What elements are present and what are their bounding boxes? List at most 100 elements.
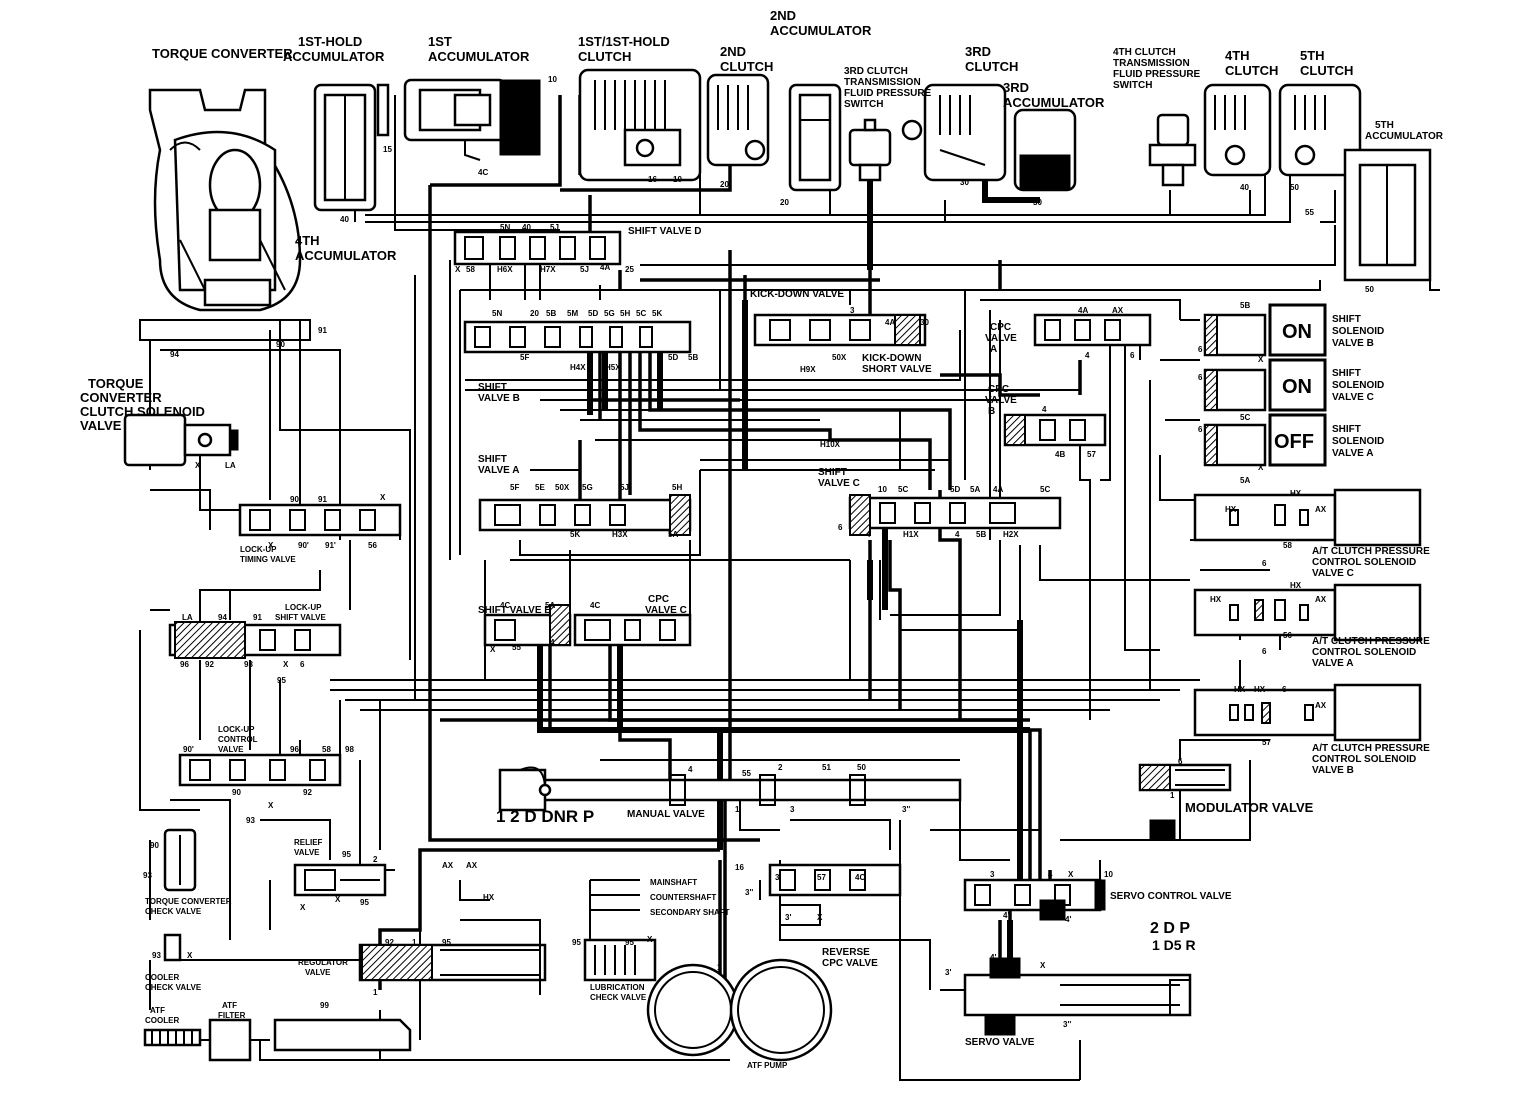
port-label: 5A [970,485,980,494]
port-label: 50 [857,763,866,772]
third-clutch [901,83,1007,182]
port-label: X [817,913,823,922]
port-label: 5J [620,483,629,492]
port-label: X [268,801,274,810]
port-label: 3'' [902,805,910,814]
port-label: 40 [340,215,349,224]
port-label: 4' [1065,915,1071,924]
port-label: 58 [466,265,475,274]
port-label: 94 [170,350,179,359]
label-servo-valve: SERVO VALVE [965,1037,1035,1048]
port-label: 3' [785,913,791,922]
port-labels: 10 15 4C 16 10 20 20 30 30 40 40 50 55 5… [143,75,1374,1029]
label-secondary-shaft: SECONDARY SHAFT [650,908,730,917]
port-label: 4C [590,601,600,610]
port-label: 56 [1283,631,1292,640]
port-label: X [455,265,461,274]
port-label: 6 [1198,373,1203,382]
port-label: 5C [898,485,908,494]
port-label: 20 [780,198,789,207]
port-label: 96 [180,660,189,669]
port-label: X [647,935,653,944]
port-label: 16 [648,175,657,184]
atf-pump [646,958,833,1062]
port-label: 5K [570,530,580,539]
port-label: 4C [478,168,488,177]
third-clutch-pressure-switch [848,118,892,182]
port-label: 5N [492,309,502,318]
port-label: 4 [1085,351,1090,360]
port-label: 5B [976,530,986,539]
fourth-clutch [1203,83,1272,177]
cpc-valve-a [1033,313,1152,347]
port-label: 6 [1198,345,1203,354]
port-label: 1 [735,805,740,814]
servo-valve [963,957,1192,1036]
pc-solenoid-a [1193,583,1422,642]
label-manual-positions: 1 2 D DNR P [496,807,594,826]
port-label: 57 [1262,738,1271,747]
port-label: 1 [717,963,722,972]
port-label: 5D [588,309,598,318]
port-label: AX [442,861,454,870]
tc-check-valve [163,828,197,892]
port-label: 6 [1262,559,1267,568]
shift-solenoid-valve-b [1203,303,1327,357]
port-label: 93 [246,816,255,825]
port-label: 1 [373,988,378,997]
port-label: 50 [1365,285,1374,294]
port-label: 91 [253,613,262,622]
port-label: 90' [298,541,309,550]
port-label: 50X [832,353,847,362]
port-label: 55 [1305,208,1314,217]
lockup-control-valve [178,753,342,787]
port-label: 90 [232,788,241,797]
port-label: 5H [620,309,630,318]
kick-down-valve [753,313,927,347]
port-label: 90 [276,340,285,349]
shift-valve-e [483,604,572,647]
port-label: 5C [636,309,646,318]
port-label: 5H [672,483,682,492]
port-label: 55 [742,769,751,778]
port-label: 91 [318,495,327,504]
port-label: 2 [373,855,378,864]
port-label: 57 [1087,450,1096,459]
port-label: 5J [550,223,559,232]
shift-valve-a [478,494,692,536]
label-manual-valve: MANUAL VALVE [627,809,705,820]
port-label: 3'' [1063,1020,1071,1029]
regulator-valve [358,919,547,995]
port-label: 55 [512,643,521,652]
port-label: 4A [993,485,1003,494]
port-label: H3X [612,530,628,539]
port-label: 93 [244,660,253,669]
lockup-timing-valve [238,503,402,537]
cpc-valve-c [573,613,692,647]
port-label: 4' [990,953,996,962]
port-label: H1X [903,530,919,539]
port-label: 4'' [1003,911,1011,920]
port-label: 58 [322,745,331,754]
port-label: 5E [535,483,545,492]
port-label: 15 [383,145,392,154]
port-label: 5F [510,483,519,492]
port-label: H4X [570,363,586,372]
atf-strainer [273,1018,412,1052]
label-servo-positions-bottom: 1 D5 R [1152,937,1196,953]
port-label: 10 [673,175,682,184]
port-label: 5M [567,309,578,318]
solenoid-a-state: OFF [1274,431,1314,453]
